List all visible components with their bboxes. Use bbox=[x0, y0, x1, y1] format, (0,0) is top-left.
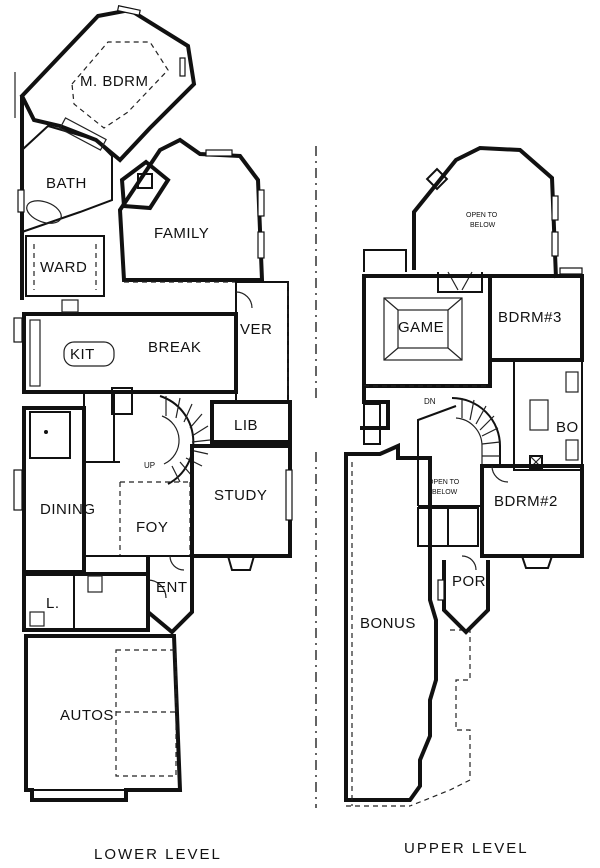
dining-fixture bbox=[44, 430, 48, 434]
room-label-open-to-below-top: BELOW bbox=[470, 222, 496, 229]
room-label-open-to-below: OPEN TO bbox=[428, 479, 460, 486]
stair-label-dn: DN bbox=[424, 397, 436, 406]
room-label-kit: KIT bbox=[70, 346, 95, 363]
upper-stair-treads bbox=[461, 398, 501, 457]
upper-window bbox=[551, 195, 559, 221]
stair-treads bbox=[165, 396, 211, 483]
dryer bbox=[87, 575, 103, 593]
kitchen-window bbox=[13, 317, 23, 343]
veranda-walls bbox=[235, 281, 289, 403]
upper-tub bbox=[529, 399, 549, 431]
room-label-foy: FOY bbox=[136, 519, 168, 536]
room-label-study: STUDY bbox=[214, 487, 267, 504]
room-label-ent: ENT bbox=[156, 579, 188, 596]
room-label-lib: LIB bbox=[234, 417, 258, 434]
porch-walls bbox=[442, 560, 490, 635]
room-label-master-bedroom: M. BDRM bbox=[80, 73, 149, 90]
bedroom3-window bbox=[559, 267, 583, 275]
upper-level-caption: UPPER LEVEL bbox=[404, 840, 529, 857]
upper-left-hall bbox=[360, 386, 390, 430]
room-label-open-to-below: BELOW bbox=[432, 489, 458, 496]
lower-level-plan bbox=[13, 5, 293, 802]
garage-parking-outline bbox=[115, 649, 177, 777]
tray-corner bbox=[383, 297, 399, 311]
master-bedroom-walls bbox=[19, 7, 197, 163]
dining-walls bbox=[22, 406, 86, 574]
upper-vanity bbox=[565, 371, 579, 393]
dining-window bbox=[13, 469, 23, 511]
laundry-walls bbox=[22, 572, 150, 632]
tray-corner bbox=[383, 347, 399, 361]
room-label-break: BREAK bbox=[148, 339, 201, 356]
family-room-walls bbox=[117, 137, 265, 282]
library-walls bbox=[210, 400, 292, 444]
hall-closet bbox=[83, 391, 115, 463]
bonus-walls bbox=[344, 442, 438, 802]
study-window bbox=[285, 469, 293, 521]
entry-door-swing bbox=[147, 579, 167, 599]
garage-walls bbox=[24, 634, 183, 802]
family-window bbox=[257, 231, 265, 259]
room-label-dining: DINING bbox=[40, 501, 96, 518]
upper-level-plan bbox=[344, 145, 584, 807]
room-label-autos: AUTOS bbox=[60, 707, 114, 724]
kitchen-island bbox=[63, 341, 115, 367]
powder-room bbox=[111, 387, 133, 415]
room-label-bath: BATH bbox=[46, 175, 87, 192]
room-label-laundry: L. bbox=[46, 595, 60, 612]
room-label-ward: WARD bbox=[40, 259, 87, 276]
upper-closets bbox=[437, 272, 483, 293]
upper-bath bbox=[513, 359, 583, 471]
upper-window bbox=[551, 231, 559, 257]
room-label-bdrm3: BDRM#3 bbox=[498, 309, 562, 326]
upper-vanity bbox=[565, 439, 579, 461]
room-label-bdrm2: BDRM#2 bbox=[494, 493, 558, 510]
game-tray-outer bbox=[383, 297, 463, 361]
bath-vanity bbox=[59, 117, 107, 151]
game-tray-inner bbox=[397, 309, 449, 349]
tray-corner bbox=[447, 297, 463, 311]
room-label-bo: BO bbox=[556, 419, 579, 436]
upper-closet-left bbox=[363, 403, 381, 445]
curved-stair-outer bbox=[159, 395, 195, 485]
bath-walls bbox=[21, 124, 113, 233]
curved-stair-inner bbox=[161, 415, 180, 465]
kitchen-counter bbox=[29, 319, 41, 387]
bedroom2-door-swing bbox=[491, 465, 509, 483]
tray-corner bbox=[447, 347, 463, 361]
bedroom2-walls bbox=[480, 464, 584, 558]
dining-buffet bbox=[29, 411, 71, 459]
washer bbox=[29, 611, 45, 627]
foyer-door-swing bbox=[169, 555, 185, 571]
bathtub bbox=[26, 200, 62, 224]
family-window bbox=[257, 189, 265, 217]
upper-open-below bbox=[417, 405, 457, 506]
chimney bbox=[425, 167, 449, 191]
wardrobe-walls bbox=[25, 235, 105, 297]
room-label-ver: VER bbox=[240, 321, 272, 338]
stair-label-up: UP bbox=[144, 461, 155, 470]
lower-level-caption: LOWER LEVEL bbox=[94, 846, 222, 863]
room-label-por: POR bbox=[452, 573, 486, 590]
room-label-family: FAMILY bbox=[154, 225, 209, 242]
upper-stair-inner bbox=[455, 417, 483, 466]
room-label-bonus: BONUS bbox=[360, 615, 416, 632]
veranda-door-swing bbox=[235, 291, 253, 309]
range bbox=[61, 299, 79, 313]
room-label-open-to-below-top: OPEN TO bbox=[466, 212, 498, 219]
bedroom2-bay bbox=[521, 555, 553, 569]
family-window bbox=[205, 149, 233, 157]
upper-closets bbox=[363, 249, 407, 272]
master-window bbox=[116, 5, 141, 16]
kitchen-break-walls bbox=[22, 312, 238, 394]
study-bay bbox=[227, 555, 255, 571]
master-window bbox=[179, 57, 186, 77]
porch-window bbox=[437, 579, 445, 601]
porch-door-swing bbox=[461, 555, 477, 571]
bonus-roofline bbox=[409, 629, 471, 807]
bath-window bbox=[17, 189, 25, 213]
room-label-game: GAME bbox=[398, 319, 444, 336]
upper-open-area-walls bbox=[412, 145, 558, 279]
